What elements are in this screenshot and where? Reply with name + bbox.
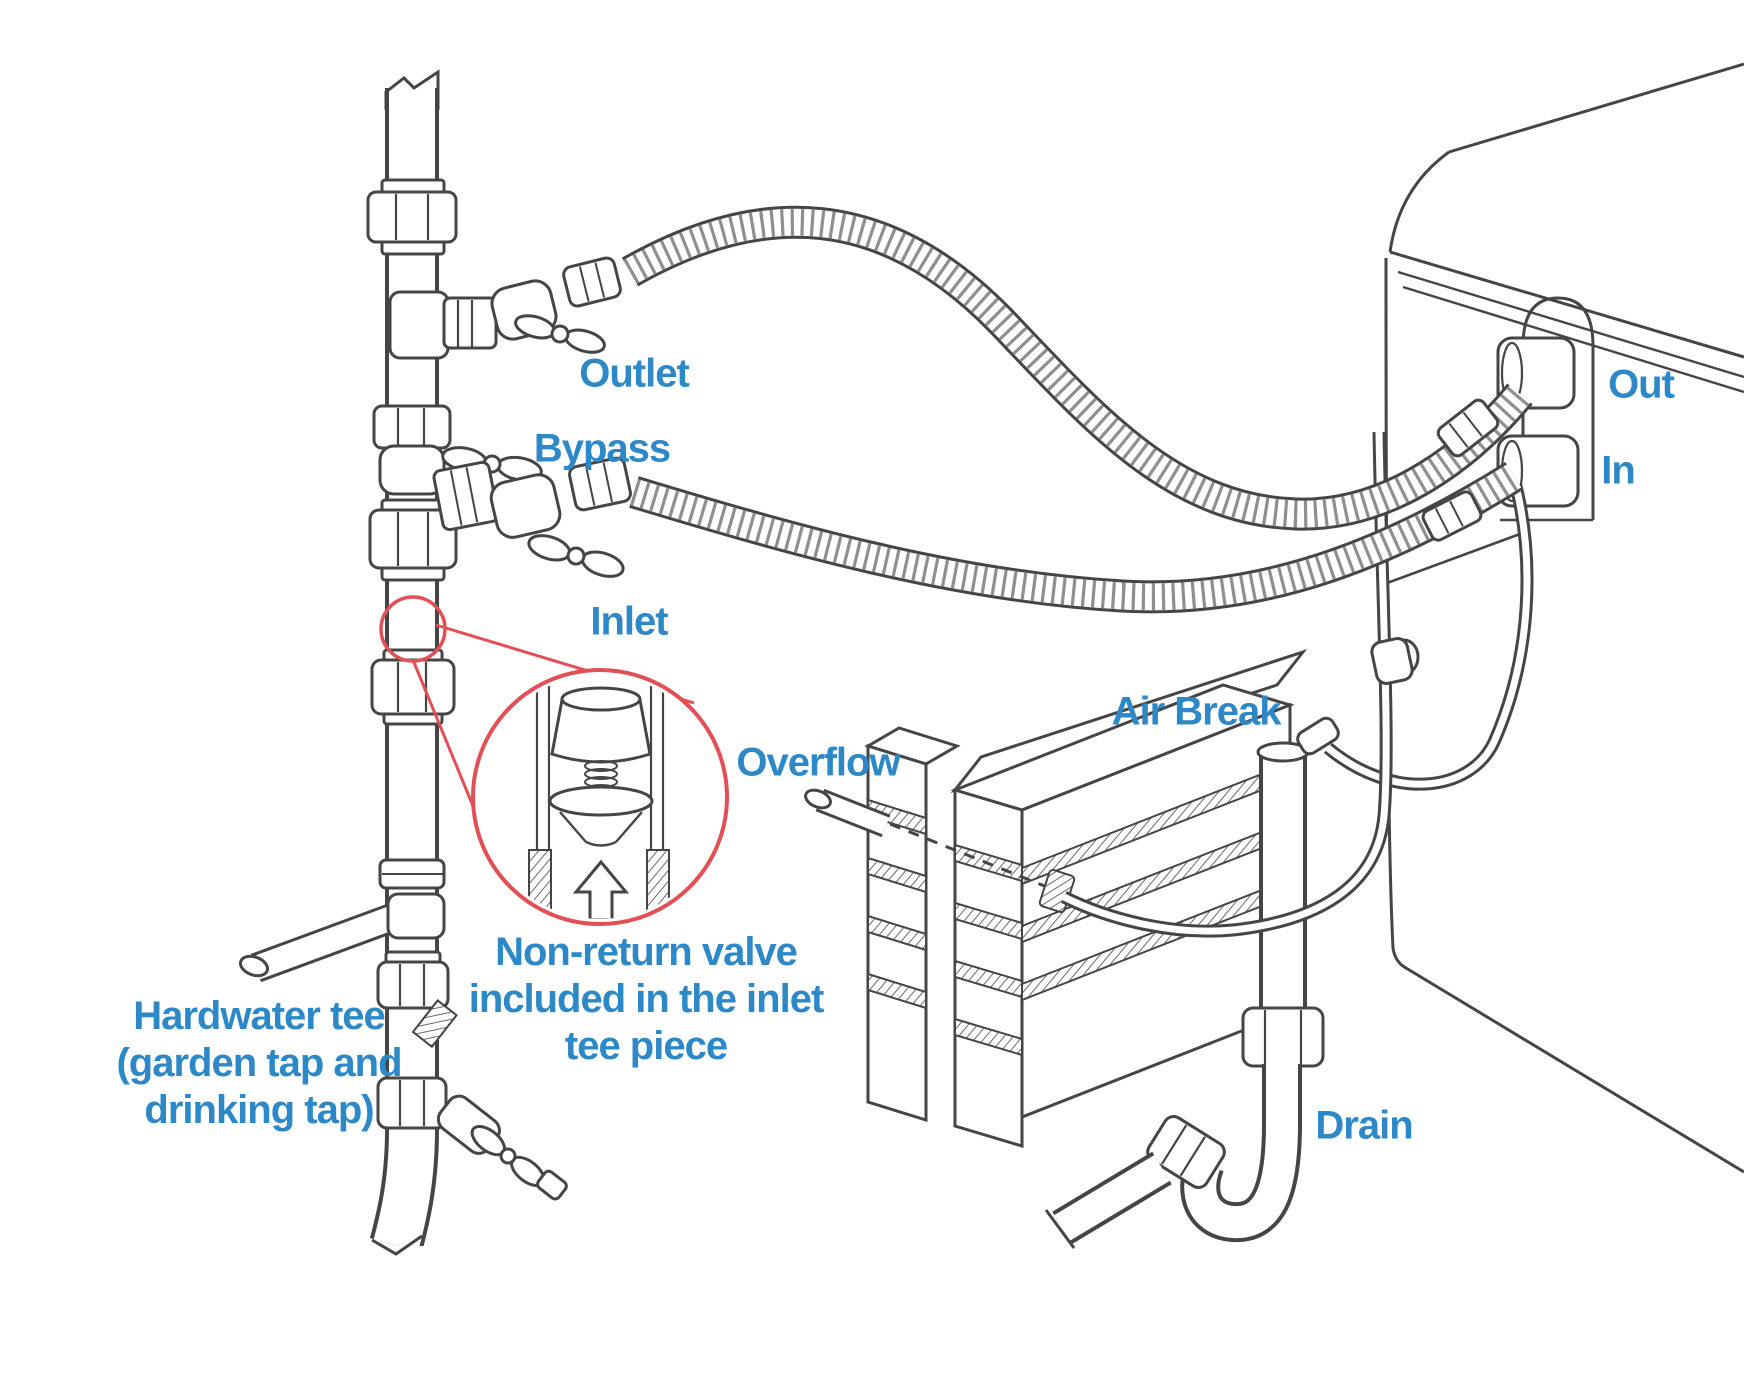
tap-handle [470, 1125, 546, 1187]
flow-arrow [572, 859, 630, 919]
overflow-hose [1061, 431, 1420, 938]
valve-handle [514, 314, 606, 354]
air-break-standpipe [1044, 741, 1325, 1249]
overflow-pipe-end [804, 788, 832, 810]
p-trap [1044, 1115, 1302, 1249]
label-out: Out [1608, 362, 1675, 407]
air-break-elbow [1296, 716, 1340, 756]
hose-clip [1370, 637, 1420, 685]
hose-collar [1421, 490, 1483, 542]
union-nut [366, 178, 458, 256]
brick-wall [804, 649, 1308, 1149]
label-bypass: Bypass [533, 426, 671, 471]
pipe-coupling [378, 858, 446, 890]
drain-hose [1296, 484, 1534, 791]
out-port [1496, 336, 1576, 410]
non-return-valve-detail [528, 675, 670, 919]
outlet-valve [388, 256, 622, 360]
valve-handle [441, 446, 543, 482]
union-nut [368, 498, 458, 582]
label-drain: Drain [1315, 1103, 1413, 1148]
label-inlet: Inlet [590, 599, 668, 644]
label-overflow: Overflow [736, 740, 900, 785]
label-in: In [1601, 448, 1636, 493]
hardwater-tee [238, 892, 446, 983]
inlet-valve [432, 456, 632, 578]
valve-handle [527, 534, 625, 578]
label-outlet: Outlet [579, 351, 690, 396]
highlight-circle [379, 595, 447, 663]
rising-main-assembly [238, 54, 632, 1272]
tap-valve [376, 950, 568, 1201]
outlet-braided-hose [621, 205, 1533, 531]
label-non-return: Non-return valve included in the inlet t… [468, 929, 825, 1068]
hose-collar [1436, 398, 1500, 458]
softener-cabinet [1378, 62, 1744, 1174]
compression-nut [1241, 1006, 1325, 1068]
label-air-break: Air Break [1111, 689, 1282, 734]
label-hardwater-tee: Hardwater tee (garden tap and drinking t… [116, 993, 402, 1132]
bypass-valve [372, 404, 543, 496]
inlet-braided-hose [629, 462, 1523, 614]
magnifier-callout [379, 595, 729, 926]
